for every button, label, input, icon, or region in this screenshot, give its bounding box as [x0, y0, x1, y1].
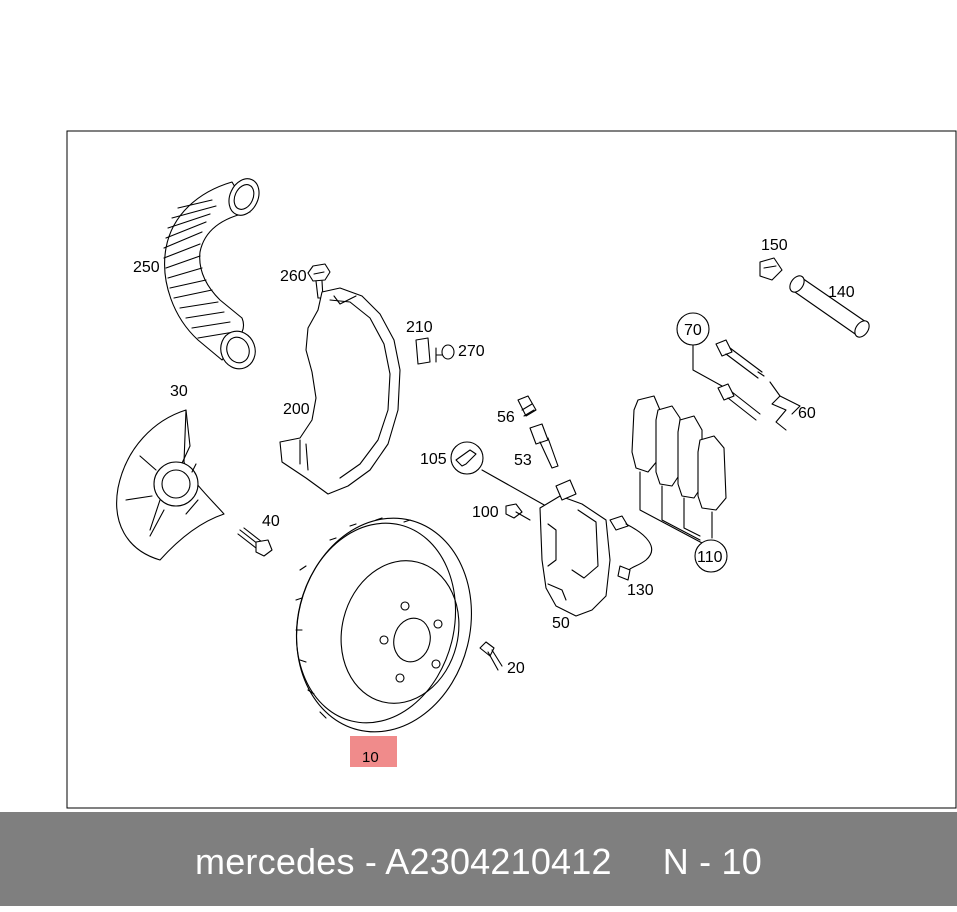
- cap-150-part: [759, 257, 783, 281]
- pins-70-part: [676, 312, 765, 421]
- backing-plate-part: [116, 409, 225, 561]
- brake-pads-part: [631, 395, 728, 573]
- caption-text: mercedes - A2304210412 N - 10: [0, 812, 957, 906]
- label-56: 56: [497, 409, 515, 426]
- bolt-260-part: [307, 263, 331, 299]
- label-110: 110: [697, 549, 723, 566]
- bleeder-bolt-part: [505, 503, 531, 521]
- label-150: 150: [761, 237, 788, 254]
- label-105: 105: [420, 451, 447, 468]
- label-260: 260: [280, 268, 307, 285]
- clip-210-part: [415, 337, 431, 365]
- label-60: 60: [798, 405, 816, 422]
- wrench-icon: [450, 441, 547, 507]
- bolt-40-part: [237, 527, 273, 557]
- label-270: 270: [458, 343, 485, 360]
- air-duct-hose-part: [163, 178, 260, 370]
- brand-name: mercedes: [195, 841, 355, 882]
- caption-separator: -: [354, 841, 386, 882]
- label-130: 130: [627, 582, 654, 599]
- label-30: 30: [170, 383, 188, 400]
- part-10-highlight: [350, 736, 397, 767]
- label-210: 210: [406, 319, 433, 336]
- caliper-part: [539, 479, 611, 617]
- splash-shield-part: [279, 287, 401, 495]
- diagram-frame: [66, 130, 957, 809]
- guide-sleeve-part: [789, 275, 870, 338]
- brake-assembly-diagram: 250 260 210 270 200 30 40 56 53 105 100 …: [66, 130, 957, 809]
- label-250: 250: [133, 259, 160, 276]
- label-140: 140: [828, 284, 855, 301]
- label-53: 53: [514, 452, 532, 469]
- spring-clip-60-part: [769, 381, 801, 431]
- dust-cap-56-part: [517, 395, 537, 417]
- label-10: 10: [362, 749, 379, 766]
- bolt-20-part: [479, 641, 503, 671]
- caption-gap: [612, 841, 663, 882]
- part-number: A2304210412: [385, 841, 612, 882]
- label-100: 100: [472, 504, 499, 521]
- label-20: 20: [507, 660, 525, 677]
- wear-sensor-part: [609, 515, 653, 581]
- label-40: 40: [262, 513, 280, 530]
- position-number: N - 10: [662, 841, 762, 882]
- caption-bar: mercedes - A2304210412 N - 10: [0, 812, 957, 906]
- bolt-270-part: [435, 344, 455, 363]
- label-200: 200: [283, 401, 310, 418]
- brake-disc-part: [295, 517, 472, 733]
- guide-pin-53-part: [529, 423, 559, 469]
- label-50: 50: [552, 615, 570, 632]
- label-70: 70: [684, 322, 702, 339]
